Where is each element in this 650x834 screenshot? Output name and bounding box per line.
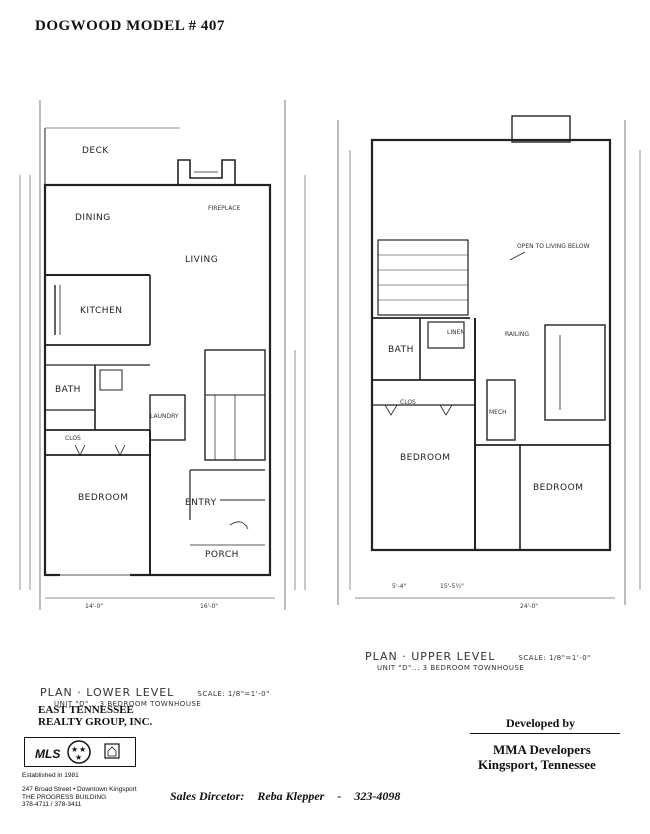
svg-text:★: ★ — [71, 745, 78, 754]
mls-logo-text: MLS — [35, 747, 61, 761]
label-open-to-living: OPEN TO LIVING BELOW — [517, 243, 590, 250]
room-deck: DECK — [82, 146, 109, 156]
svg-text:★: ★ — [75, 753, 82, 762]
developer-city: Kingsport, Tennessee — [478, 757, 596, 772]
label-railing: RAILING — [505, 331, 529, 338]
room-laundry: LAUNDRY — [150, 413, 179, 420]
room-linen: LINEN — [447, 329, 465, 336]
label-fireplace: FIREPLACE — [208, 205, 240, 212]
dim-upper-w2: 15'-5½" — [440, 583, 464, 590]
sales-phone: 323-4098 — [354, 789, 401, 803]
room-bedroom-upper-left: BEDROOM — [400, 453, 450, 463]
dim-upper-w1: 24'-0" — [520, 603, 538, 610]
room-entry: ENTRY — [185, 498, 217, 508]
upper-plan-title: PLAN · UPPER LEVEL — [365, 650, 496, 663]
room-porch: PORCH — [205, 550, 239, 560]
realty-established: Established in 1981 — [22, 772, 79, 779]
room-bedroom-upper-right: BEDROOM — [533, 483, 583, 493]
dim-upper-w3: 5'-4" — [392, 583, 406, 590]
sales-separator: - — [337, 789, 342, 803]
mls-logo: MLS ★ ★ ★ — [24, 737, 136, 767]
room-bedroom-lower: BEDROOM — [78, 493, 128, 503]
label-clos-lower: CLOS — [65, 435, 81, 442]
realty-line1: EAST TENNESSEE — [38, 704, 134, 716]
label-clos-upper: CLOS — [400, 399, 416, 406]
lower-plan-scale: SCALE: 1/8"=1'-0" — [197, 690, 270, 698]
room-bath-upper: BATH — [388, 345, 414, 355]
realty-phone: 378-4711 / 378-3411 — [22, 801, 82, 808]
room-living: LIVING — [185, 255, 218, 265]
lower-plan-title: PLAN · LOWER LEVEL — [40, 686, 175, 699]
realty-address: 247 Broad Street • Downtown Kingsport TH… — [22, 786, 137, 809]
lower-plan-caption: PLAN · LOWER LEVEL SCALE: 1/8"=1'-0" UNI… — [40, 681, 270, 708]
sales-label: Sales Dircetor: — [170, 789, 245, 803]
sales-director-line: Sales Dircetor: Reba Klepper - 323-4098 — [170, 789, 400, 804]
star-logo-icon: ★ ★ ★ — [67, 740, 120, 764]
realty-addr1: 247 Broad Street • Downtown Kingsport — [22, 786, 137, 793]
room-bath-lower: BATH — [55, 385, 81, 395]
upper-plan-caption: PLAN · UPPER LEVEL SCALE: 1/8"=1'-0" UNI… — [365, 645, 591, 672]
sales-name: Reba Klepper — [257, 789, 325, 803]
svg-text:★: ★ — [79, 745, 86, 754]
developer-divider — [470, 733, 620, 734]
room-kitchen: KITCHEN — [80, 306, 123, 316]
upper-plan-scale: SCALE: 1/8"=1'-0" — [518, 654, 591, 662]
dim-lower-w2: 16'-0" — [200, 603, 218, 610]
dim-lower-w1: 14'-0" — [85, 603, 103, 610]
developed-by-label: Developed by — [506, 716, 575, 730]
realty-line2: REALTY GROUP, INC. — [38, 716, 153, 728]
realty-addr2: THE PROGRESS BUILDING — [22, 793, 107, 801]
lower-plan-unit: UNIT "D"... 3 BEDROOM TOWNHOUSE — [54, 700, 202, 708]
page-title: DOGWOOD MODEL # 407 — [35, 18, 225, 34]
room-mech: MECH — [489, 409, 507, 416]
room-dining: DINING — [75, 213, 111, 223]
developer-name: MMA Developers — [493, 742, 591, 757]
realty-name: EAST TENNESSEE REALTY GROUP, INC. — [38, 704, 152, 728]
upper-plan-unit: UNIT "D"... 3 BEDROOM TOWNHOUSE — [377, 664, 525, 672]
